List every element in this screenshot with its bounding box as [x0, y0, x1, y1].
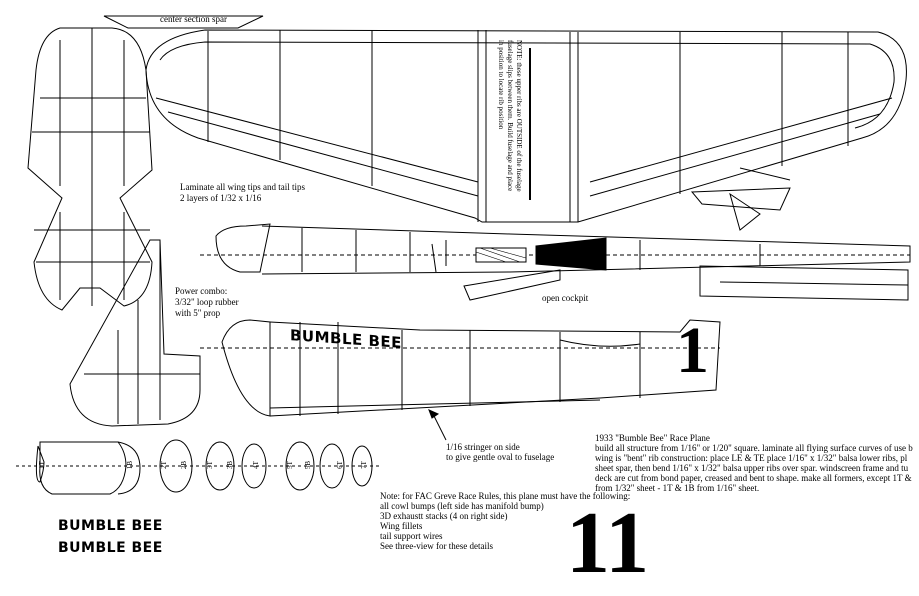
former-label-4t: 4T	[251, 461, 260, 469]
rudder-plan	[69, 239, 201, 427]
former-label-3b: 3B	[226, 460, 235, 470]
center-section-spar	[103, 15, 264, 29]
title-block-line: sheet spar, then bend 1/16" x 1/32" bals…	[595, 463, 909, 473]
large-race-number: 11	[566, 495, 650, 592]
open-cockpit-label: open cockpit	[542, 293, 589, 303]
wing-note-line-2: fuselage slips between them. Build fusel…	[506, 40, 514, 192]
title-block-line: from 1/32" sheet - 1T & 1B from 1/16" sh…	[595, 483, 760, 493]
wing-note-line-1: NOTE: these upper ribs are OUTSIDE of th…	[515, 40, 523, 192]
former-label-7t: 7T	[359, 461, 368, 469]
title-block-line: 1933 "Bumble Bee" Race Plane	[595, 433, 710, 443]
wing-note-line-3: in position to locate rib position	[497, 40, 505, 130]
stringer-note-line-1: 1/16 stringer on side	[446, 442, 520, 452]
rules-note-line: Wing fillets	[380, 521, 423, 531]
rules-note-line: 3D exhaustt stacks (4 on right side)	[380, 511, 508, 521]
stringer-arrow	[428, 409, 447, 441]
power-combo-line-1: Power combo:	[175, 286, 228, 296]
power-combo-line-2: 3/32" loop rubber	[175, 297, 239, 307]
former-label-1t: 1T	[37, 461, 46, 469]
wing-plan	[145, 29, 907, 223]
former-label-5b: 5B	[304, 460, 313, 470]
stringer-note-line-2: to give gentle oval to fuselage	[446, 452, 555, 462]
former-label-2t: 2T	[159, 461, 168, 469]
rules-note-line: Note: for FAC Greve Race Rules, this pla…	[380, 491, 631, 501]
decal-logo-2: BUMBLE BEE	[58, 540, 163, 556]
side-race-number: 1	[676, 314, 709, 387]
former-label-3t: 3T	[205, 461, 214, 469]
stabilizer-plan	[27, 27, 153, 311]
title-block-line: wing is "bent" rib construction: place L…	[595, 453, 908, 463]
rules-note-line: all cowl bumps (left side has manifold b…	[380, 501, 544, 511]
fuselage-side-view	[200, 319, 721, 417]
turtle-deck-parts	[463, 265, 909, 301]
title-block-line: deck are cut from bond paper, creased an…	[595, 473, 912, 483]
former-label-5t: 5T	[285, 461, 294, 469]
laminate-note-line-1: Laminate all wing tips and tail tips	[180, 182, 305, 192]
title-block-line: build all structure from 1/16" or 1/20" …	[595, 443, 913, 453]
rules-note-line: See three-view for these details	[380, 541, 493, 551]
former-label-2b: 2B	[180, 460, 189, 470]
center-section-spar-label: center section spar	[160, 14, 227, 24]
former-label-1b: 1B	[126, 460, 135, 470]
formers-row	[16, 439, 380, 495]
decal-logo-1: BUMBLE BEE	[58, 518, 163, 534]
power-combo-line-3: with 5" prop	[175, 308, 221, 318]
fuselage-top-view	[200, 223, 911, 275]
laminate-note-line-2: 2 layers of 1/32 x 1/16	[180, 193, 262, 203]
rules-note-line: tail support wires	[380, 531, 443, 541]
windscreen-parts	[690, 167, 791, 231]
former-label-6t: 6T	[335, 461, 344, 469]
